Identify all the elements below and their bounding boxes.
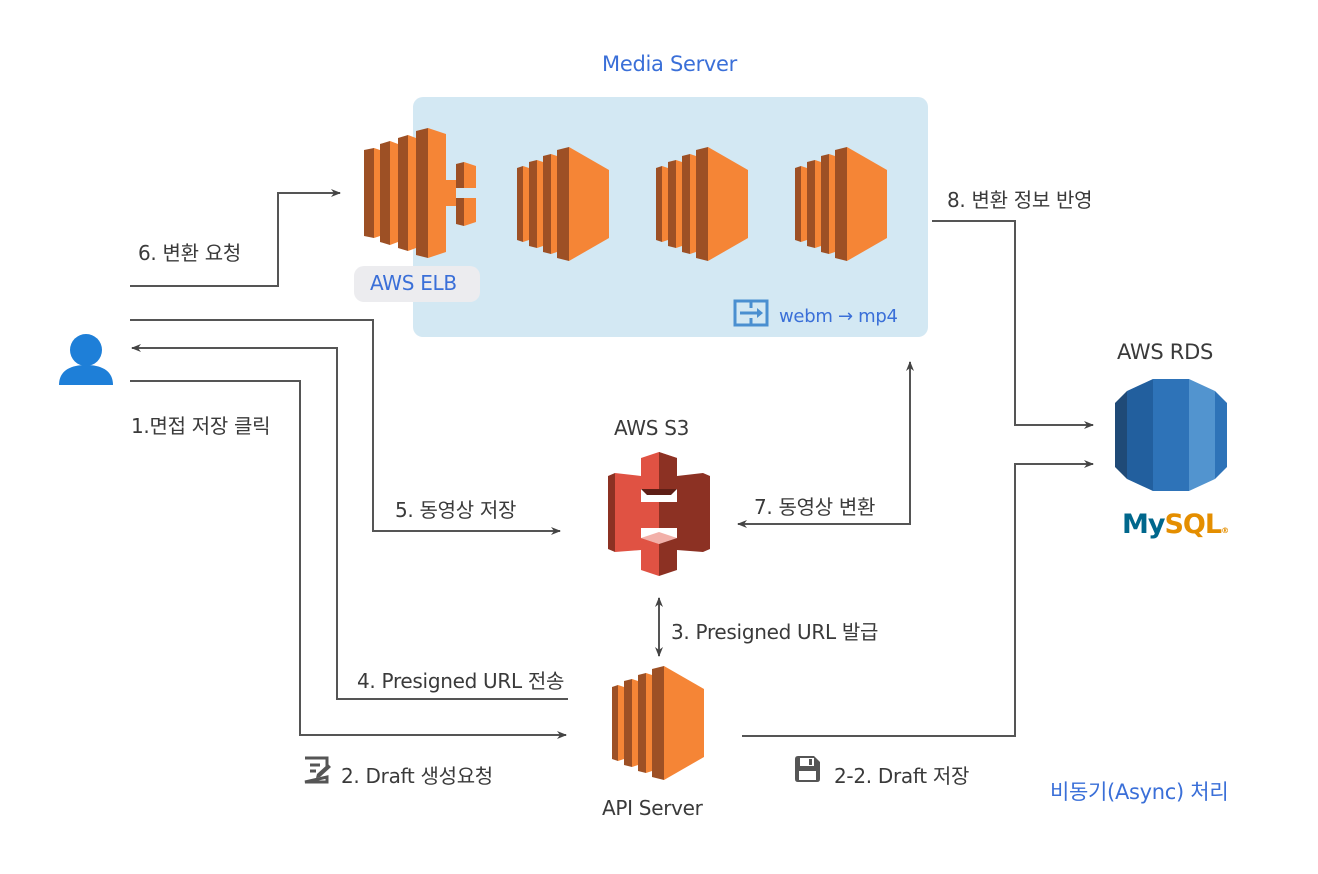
aws-s3-icon bbox=[608, 452, 710, 576]
step-4-label: 4. Presigned URL 전송 bbox=[357, 669, 565, 693]
mysql-registered-mark: ® bbox=[1221, 526, 1229, 535]
media-server-icon-1 bbox=[517, 147, 609, 261]
transcode-label: webm → mp4 bbox=[779, 306, 898, 327]
elb-label-pill bbox=[354, 266, 480, 302]
step-2-label: 2. Draft 생성요청 bbox=[341, 764, 493, 788]
edit-document-icon bbox=[304, 756, 331, 784]
edge-7-transcode bbox=[737, 361, 914, 528]
media-server-icon-2 bbox=[656, 147, 748, 261]
mysql-logo-sql: SQL bbox=[1164, 509, 1222, 540]
async-note: 비동기(Async) 처리 bbox=[1050, 780, 1229, 804]
save-disk-icon bbox=[795, 756, 820, 782]
step-2-2-label: 2-2. Draft 저장 bbox=[834, 764, 970, 788]
user-icon bbox=[59, 334, 113, 385]
mysql-logo-my: My bbox=[1122, 509, 1165, 540]
s3-label: AWS S3 bbox=[614, 416, 690, 440]
edge-5-upload bbox=[130, 319, 561, 535]
aws-elb-icon bbox=[364, 128, 476, 258]
elb-label: AWS ELB bbox=[370, 271, 457, 295]
api-server-icon bbox=[612, 666, 704, 780]
step-8-label: 8. 변환 정보 반영 bbox=[947, 188, 1093, 212]
media-server-title: Media Server bbox=[602, 52, 738, 76]
edge-2-2-save bbox=[742, 460, 1094, 737]
aws-rds-icon bbox=[1115, 379, 1227, 491]
media-server-icon-3 bbox=[795, 147, 887, 261]
edge-6-request bbox=[130, 189, 341, 287]
api-server-label: API Server bbox=[602, 796, 703, 820]
edge-4-presigned-return bbox=[131, 344, 568, 700]
mysql-logo: MySQL® bbox=[1122, 509, 1229, 540]
edge-2-draft-request bbox=[130, 380, 567, 739]
step-3-label: 3. Presigned URL 발급 bbox=[671, 620, 879, 644]
step-5-label: 5. 동영상 저장 bbox=[395, 498, 517, 522]
step-7-label: 7. 동영상 변환 bbox=[754, 495, 876, 519]
rds-label: AWS RDS bbox=[1117, 340, 1213, 364]
edge-8-update bbox=[932, 220, 1094, 429]
step-6-label: 6. 변환 요청 bbox=[138, 241, 241, 265]
convert-icon bbox=[733, 299, 769, 327]
step-1-label: 1.면접 저장 클릭 bbox=[131, 414, 271, 438]
